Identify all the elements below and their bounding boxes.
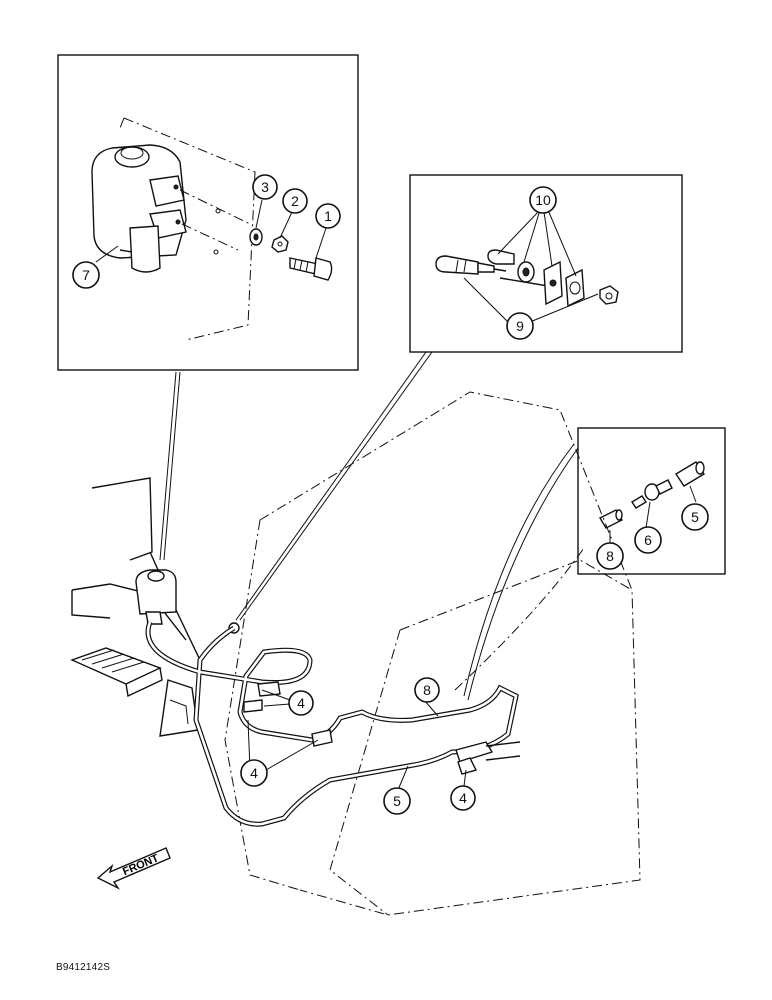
nozzle-inset-frame: [409, 174, 683, 353]
machine-cab-view: [70, 351, 641, 916]
washer-nozzle: [435, 255, 507, 275]
callout-10: 10: [529, 186, 557, 214]
callout-2: 2: [282, 188, 308, 214]
hose-piece-short: [599, 509, 623, 529]
svg-text:1: 1: [324, 208, 332, 224]
svg-text:5: 5: [691, 509, 699, 525]
callout-8-inset: 8: [596, 542, 624, 570]
entry-step: [70, 647, 163, 698]
callout-1: 1: [315, 203, 341, 229]
callout-4-lower: 4: [450, 785, 476, 811]
callout-7: 7: [72, 261, 100, 289]
callout-8-main: 8: [414, 677, 440, 703]
front-label: FRONT: [121, 852, 161, 878]
hose-joint: [631, 479, 673, 509]
svg-text:2: 2: [291, 193, 299, 209]
svg-text:10: 10: [535, 192, 551, 208]
callout-3: 3: [252, 174, 278, 200]
callout-6: 6: [634, 526, 662, 554]
svg-text:8: 8: [606, 548, 614, 564]
figure-code: B9412142S: [56, 962, 111, 973]
svg-text:7: 7: [82, 267, 90, 283]
svg-text:9: 9: [516, 318, 524, 334]
connector-inset: [577, 427, 726, 575]
svg-text:3: 3: [261, 179, 269, 195]
nozzle-inset: [409, 174, 683, 353]
callout-4-left: 4: [240, 759, 268, 787]
reservoir-inset: [57, 54, 359, 371]
svg-text:8: 8: [423, 682, 431, 698]
svg-text:4: 4: [297, 695, 305, 711]
svg-text:4: 4: [250, 765, 258, 781]
hose-piece-long: [675, 461, 705, 487]
svg-text:5: 5: [393, 793, 401, 809]
callout-5-inset: 5: [681, 503, 709, 531]
svg-text:6: 6: [644, 532, 652, 548]
front-direction-arrow: FRONT: [96, 847, 171, 890]
svg-text:4: 4: [459, 790, 467, 806]
callout-4-upper: 4: [288, 690, 314, 716]
lock-washer: [249, 228, 263, 246]
nut: [271, 235, 289, 253]
connector-inset-frame: [577, 427, 726, 575]
bolt: [289, 257, 333, 281]
main-reservoir: [135, 569, 177, 625]
callout-9: 9: [506, 312, 534, 340]
callout-5-main: 5: [383, 787, 411, 815]
washer-reservoir: [91, 144, 187, 273]
reservoir-inset-frame: [57, 54, 359, 371]
